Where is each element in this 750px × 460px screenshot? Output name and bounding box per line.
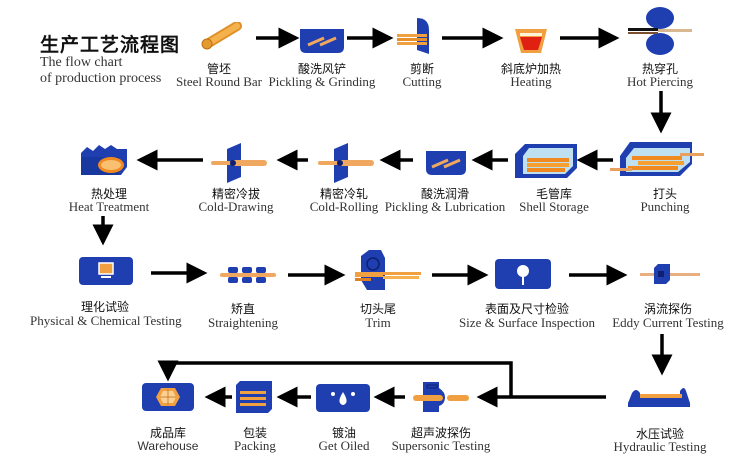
warehouse-icon xyxy=(142,383,194,411)
step-label-en: Packing xyxy=(234,438,276,453)
step-label-en: Cutting xyxy=(402,74,442,89)
step-label-zh: 镀油 xyxy=(331,426,356,440)
step-label-en: Supersonic Testing xyxy=(391,438,491,453)
step-label-zh: 热穿孔 xyxy=(641,62,678,76)
packing-box-icon xyxy=(236,381,272,413)
step-label-zh: 水压试验 xyxy=(635,427,684,441)
step-label-en: Warehouse xyxy=(137,439,199,453)
pickling-tank-icon xyxy=(300,29,344,53)
step-label-en: Cold-Rolling xyxy=(309,199,379,214)
piercing-rolls-icon xyxy=(628,7,692,55)
arrow-bypass-to-warehouse xyxy=(157,360,513,397)
inspection-icon xyxy=(495,259,551,289)
step-label-zh: 酸洗润滑 xyxy=(420,187,469,201)
heat-treatment-icon xyxy=(81,145,127,175)
step-label-zh: 切头尾 xyxy=(359,302,396,316)
step-label-zh: 热处理 xyxy=(90,187,127,201)
chart-title-en-line1: The flow chart xyxy=(40,55,123,70)
step-label-en: Cold-Drawing xyxy=(198,199,274,214)
step-label-zh: 理化试验 xyxy=(80,300,129,314)
step-label-en: Trim xyxy=(365,315,391,330)
step-label-zh: 剪断 xyxy=(409,62,434,76)
step-label-zh: 酸洗风铲 xyxy=(297,62,346,76)
straightener-icon xyxy=(220,267,276,283)
step-label-en: Size & Surface Inspection xyxy=(458,315,596,330)
shell-storage-icon xyxy=(515,144,577,178)
step-label-en: Get Oiled xyxy=(318,438,370,453)
chart-title-zh: 生产工艺流程图 xyxy=(40,34,181,56)
step-label-en: Heating xyxy=(510,74,552,89)
step-label-zh: 斜底炉加热 xyxy=(500,62,561,76)
trim-saw-icon xyxy=(355,250,421,290)
cold-rolling-icon xyxy=(318,143,374,183)
step-label-en: Pickling & Lubrication xyxy=(384,199,506,214)
monitor-icon xyxy=(79,257,133,285)
chart-title-en: The flow chart of production process xyxy=(40,55,161,87)
step-label-en: Hydraulic Testing xyxy=(613,439,707,454)
step-label-zh: 表面及尺寸检验 xyxy=(484,302,569,316)
step-label-zh: 矫直 xyxy=(230,302,255,316)
chart-title-en-line2: of production process xyxy=(40,71,162,86)
eddy-current-icon xyxy=(640,264,700,284)
step-label-en: Heat Treatment xyxy=(68,199,150,214)
cutter-icon xyxy=(397,18,429,54)
step-label-en: Hot Piercing xyxy=(626,74,694,89)
step-label-zh: 管坯 xyxy=(206,62,231,76)
step-label-zh: 包装 xyxy=(242,426,267,440)
step-label-zh: 打头 xyxy=(652,187,677,201)
cold-drawing-icon xyxy=(211,143,267,183)
ultrasonic-icon xyxy=(413,382,469,412)
step-label-zh: 毛管库 xyxy=(535,187,572,201)
step-label-zh: 精密冷轧 xyxy=(319,187,368,201)
oil-drops-icon xyxy=(316,384,370,412)
step-label-zh: 精密冷拔 xyxy=(211,187,260,201)
step-label-en: Steel Round Bar xyxy=(176,74,262,89)
hydraulic-bench-icon xyxy=(628,388,690,407)
steel-bar-icon xyxy=(201,22,242,50)
step-label-en: Punching xyxy=(640,199,690,214)
step-label-zh: 涡流探伤 xyxy=(643,302,692,316)
step-label-zh: 成品库 xyxy=(149,426,186,440)
punching-icon xyxy=(610,142,704,176)
step-label-en: Pickling & Grinding xyxy=(268,74,376,89)
step-label-zh: 超声波探伤 xyxy=(410,426,471,440)
step-label-en: Shell Storage xyxy=(519,199,589,214)
furnace-icon xyxy=(515,29,547,53)
step-label-en: Eddy Current Testing xyxy=(612,315,724,330)
step-label-en: Physical & Chemical Testing xyxy=(30,313,182,328)
step-label-en: Straightening xyxy=(207,315,279,330)
lubrication-tank-icon xyxy=(426,151,466,175)
